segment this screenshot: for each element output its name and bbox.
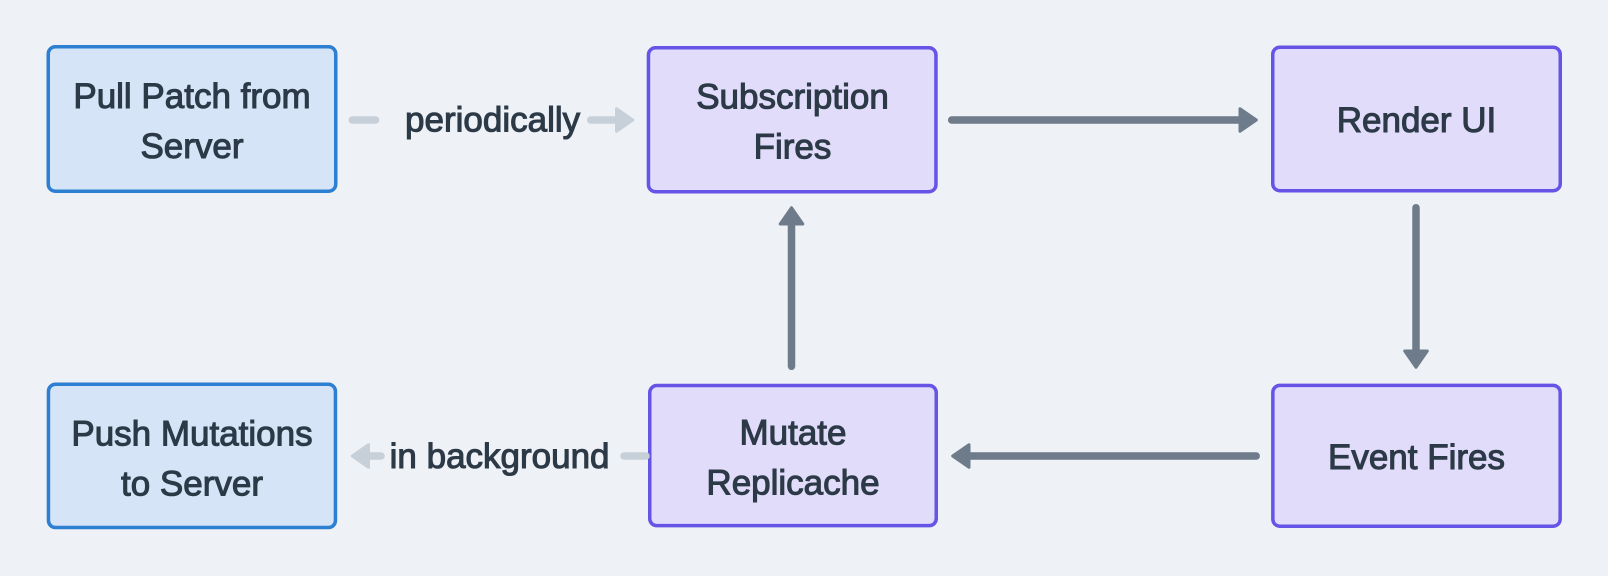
svg-text:Subscription: Subscription <box>696 78 889 117</box>
svg-text:Mutate: Mutate <box>740 414 847 453</box>
svg-text:periodically: periodically <box>405 101 581 140</box>
svg-text:in background: in background <box>390 437 610 476</box>
svg-text:Fires: Fires <box>754 127 832 166</box>
svg-text:Render UI: Render UI <box>1337 101 1497 140</box>
svg-text:Pull Patch from: Pull Patch from <box>73 77 310 116</box>
svg-text:Server: Server <box>140 127 243 166</box>
svg-text:Push Mutations: Push Mutations <box>71 415 312 454</box>
svg-text:to Server: to Server <box>121 464 263 503</box>
svg-text:Replicache: Replicache <box>706 464 879 503</box>
svg-text:Event Fires: Event Fires <box>1328 438 1505 477</box>
